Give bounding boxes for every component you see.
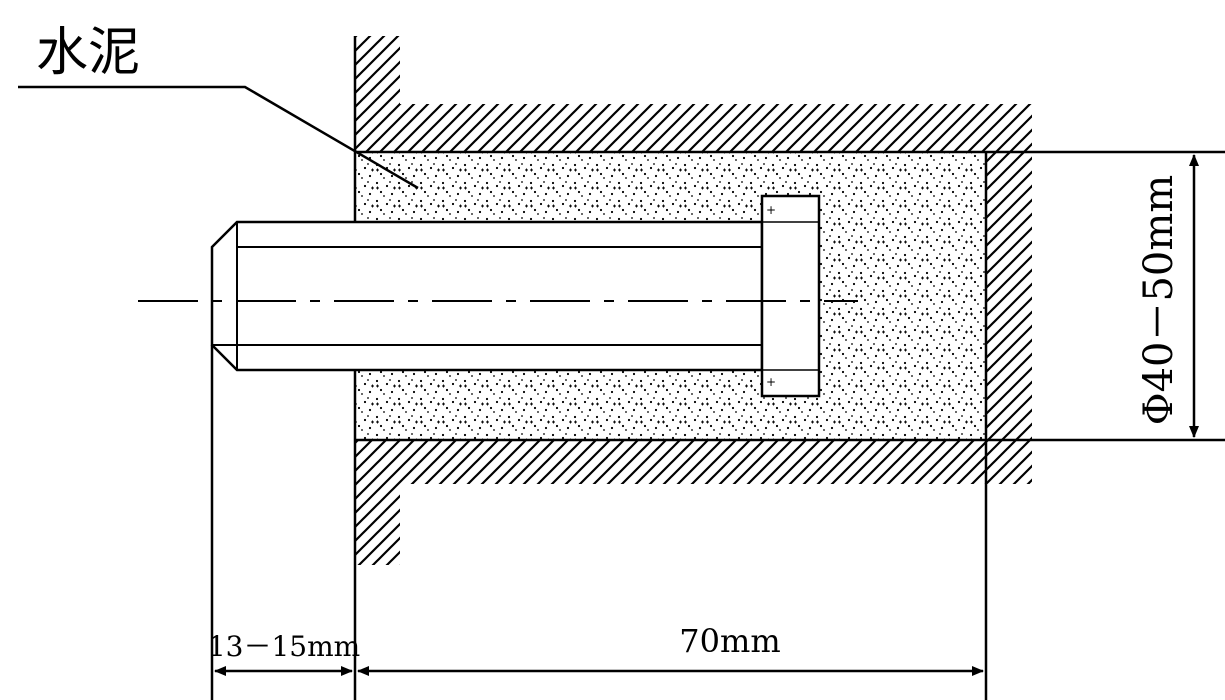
wall-face-upper-hatch — [355, 36, 400, 152]
wall-end-hatch — [986, 152, 1032, 440]
bolt-shank — [210, 220, 764, 372]
wall-bottom-hatch — [400, 440, 1032, 484]
wall-outline — [353, 36, 1225, 700]
cement-leader-line — [18, 85, 419, 190]
anchor-bolt: + + — [210, 194, 821, 398]
wall-top-hatch — [400, 104, 1032, 152]
depth-label: 70mm — [679, 622, 780, 660]
bolt-head — [760, 194, 821, 398]
protrusion-label: 13－15mm — [208, 630, 360, 663]
diameter-label: Φ40－50mm — [1136, 175, 1182, 425]
wall-face-lower-hatch — [355, 440, 400, 565]
protrusion-dimension: 13－15mm — [208, 630, 360, 676]
depth-dimension: 70mm — [357, 622, 984, 676]
bolt-head-plus-bottom: + — [766, 375, 776, 389]
cement-label: 水泥 — [36, 23, 140, 83]
bolt-head-plus-top: + — [766, 203, 776, 217]
diameter-dimension: Φ40－50mm — [1136, 154, 1199, 438]
wall-hatching — [355, 36, 1032, 565]
